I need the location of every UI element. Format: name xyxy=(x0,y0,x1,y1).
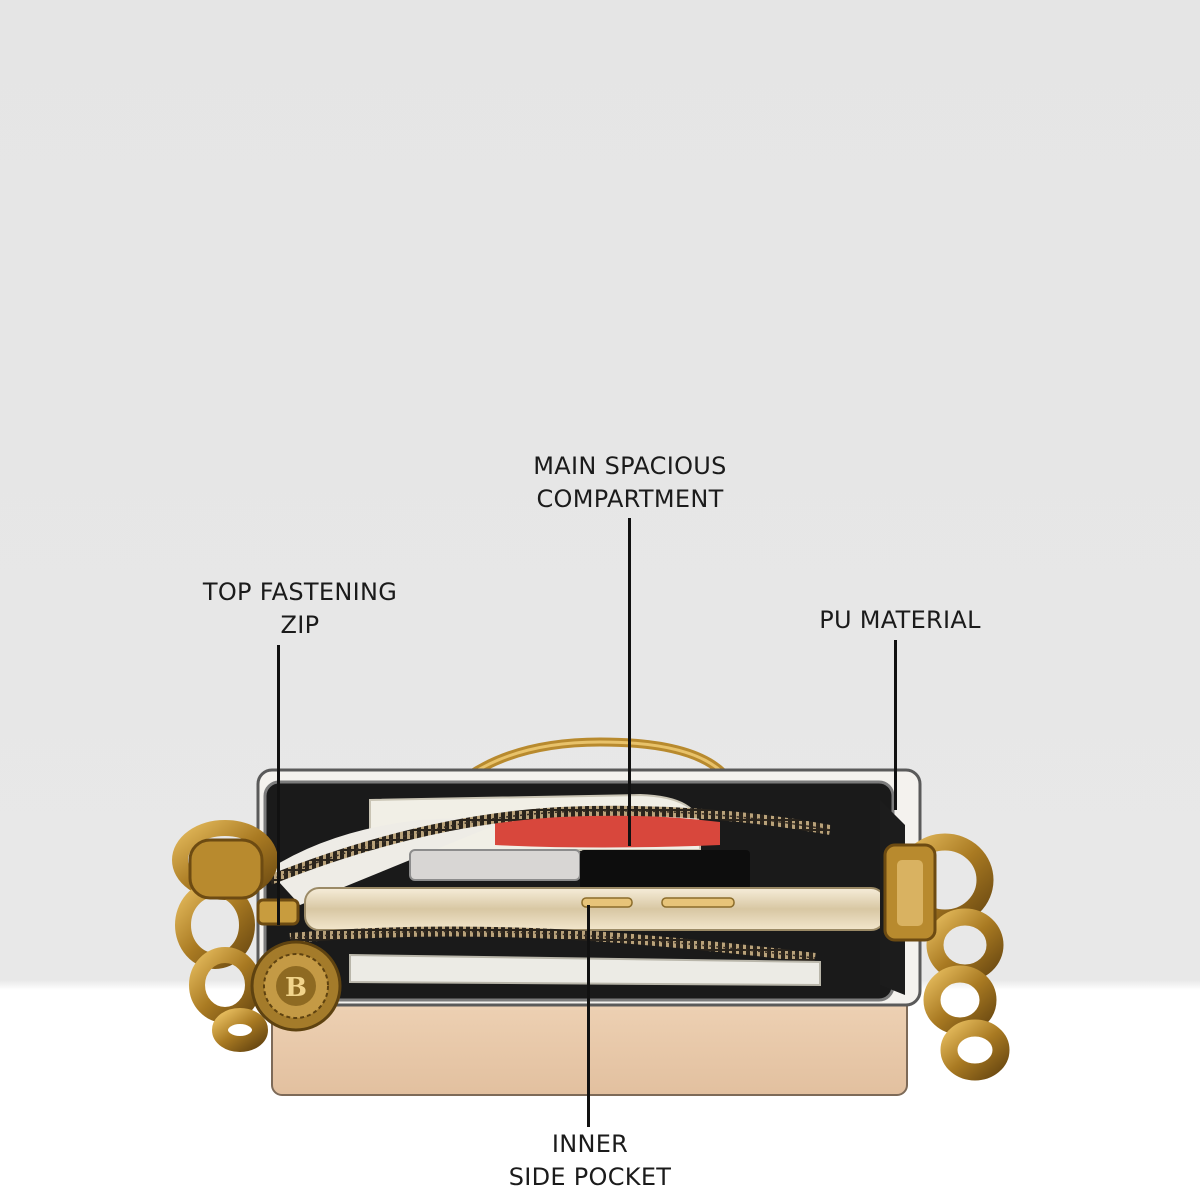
charm-monogram: B xyxy=(285,973,307,1003)
top-zip-leader xyxy=(277,645,280,925)
main-compartment-line2: COMPARTMENT xyxy=(536,485,724,513)
charm-pendant xyxy=(250,940,342,1032)
red-pocket xyxy=(495,815,720,848)
pu-material-callout: PU MATERIAL xyxy=(780,604,1020,637)
main-compartment-line1: MAIN SPACIOUS xyxy=(533,452,727,480)
main-compartment-callout: MAIN SPACIOUS COMPARTMENT xyxy=(490,450,770,516)
inner-pocket-line1: INNER xyxy=(551,1130,629,1158)
pu-material-leader xyxy=(894,640,897,810)
right-chain xyxy=(896,833,1010,1081)
top-zip-line1: TOP FASTENING xyxy=(202,578,398,606)
inner-pocket-callout: INNER SIDE POCKET xyxy=(470,1128,710,1194)
top-zip-line2: ZIP xyxy=(280,611,320,639)
inner-pocket-line2: SIDE POCKET xyxy=(508,1163,672,1191)
top-zip-callout: TOP FASTENING ZIP xyxy=(170,576,430,642)
inner-pocket-leader xyxy=(587,905,590,1127)
main-compartment-leader xyxy=(628,518,631,846)
pu-material-line1: PU MATERIAL xyxy=(819,606,981,634)
gold-phone xyxy=(304,887,886,931)
